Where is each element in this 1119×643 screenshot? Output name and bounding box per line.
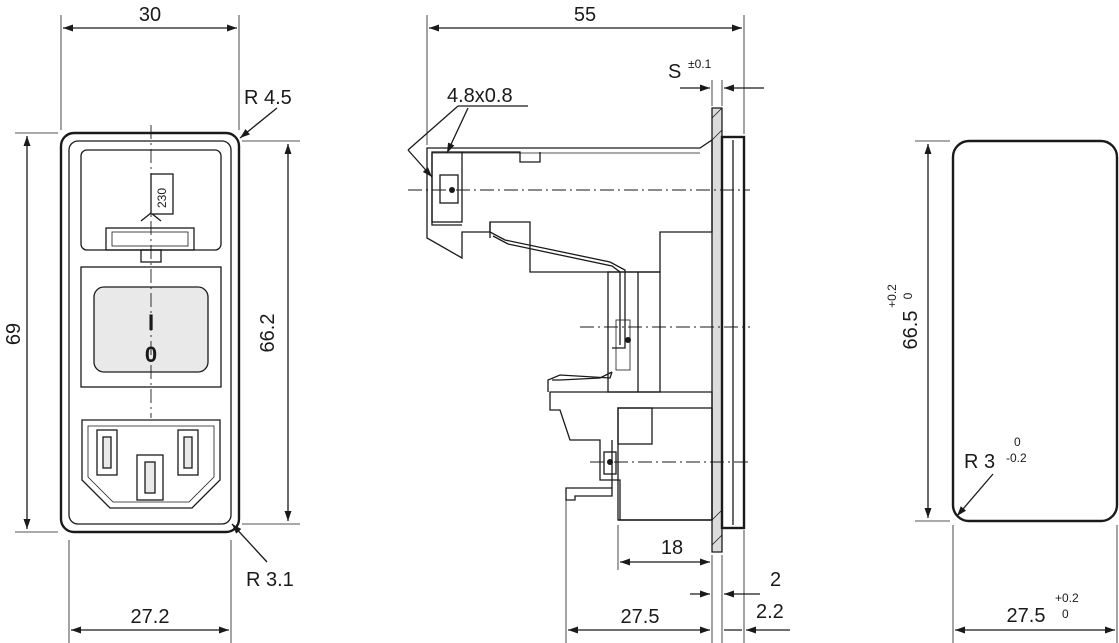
dim-thickness-2-2: 2.2 <box>756 601 784 623</box>
dim-radius-tol-upper: 0 <box>1014 435 1021 449</box>
s-label: S <box>668 61 681 83</box>
dim-width-tol-lower: 0 <box>1062 607 1069 621</box>
dim-width-tol-upper: +0.2 <box>1055 591 1079 605</box>
dim-radius-base: R 3 <box>964 451 995 473</box>
dim-radius-corner: R 3.1 <box>246 569 294 591</box>
dim-depth-total: 55 <box>574 4 596 26</box>
lower-spring <box>547 371 613 392</box>
lower-body <box>549 391 713 521</box>
iec-inlet <box>81 419 221 509</box>
inlet-pin-left-slot <box>102 436 112 469</box>
tab-label: 4.8x0.8 <box>447 85 513 107</box>
panel-cutout <box>951 139 1119 523</box>
dim-thickness-2: 2 <box>770 569 781 591</box>
inlet-block <box>617 407 713 521</box>
switch-housing <box>80 266 222 388</box>
dim-height-tol-lower: 0 <box>901 292 915 299</box>
front-outer-frame <box>59 131 241 534</box>
dim-depth-18: 18 <box>661 537 683 559</box>
front-view: 230 I 0 30 R 4.5 69 66.2 <box>3 4 300 643</box>
dim-width-top: 30 <box>139 4 161 26</box>
dim-width-base: 27.5 <box>1007 605 1046 627</box>
voltage-label: 230 <box>155 188 169 208</box>
dim-height-total: 69 <box>3 323 25 345</box>
front-bezel <box>720 135 746 530</box>
dim-height-inner: 66.2 <box>257 314 279 353</box>
dim-height-tol-upper: +0.2 <box>885 284 899 308</box>
dim-width-bottom: 27.2 <box>131 606 170 628</box>
earth-contact <box>565 487 613 501</box>
side-view: 55 S ±0.1 4.8x0.8 18 2 27.5 2.2 <box>407 4 790 643</box>
inlet-pin-earth-slot <box>144 461 156 494</box>
upper-body <box>426 138 713 273</box>
s-tolerance: ±0.1 <box>688 57 712 71</box>
contact-spring <box>489 231 626 349</box>
iec-inlet-inner <box>87 425 215 503</box>
cutout-view: 66.5 +0.2 0 R 3 0 -0.2 27.5 +0.2 0 <box>885 139 1119 643</box>
dim-height-base: 66.5 <box>900 311 922 350</box>
fuse-drawer <box>105 227 195 251</box>
voltage-label-box <box>150 173 174 215</box>
front-inner-frame <box>68 140 232 525</box>
fuse-drawer-inner <box>111 231 189 247</box>
inlet-pin-right-slot <box>183 436 193 469</box>
dim-radius-outer: R 4.5 <box>244 87 292 109</box>
panel-section <box>711 107 723 553</box>
dim-depth-27-5: 27.5 <box>621 606 660 628</box>
dim-radius-tol-lower: -0.2 <box>1006 451 1027 465</box>
